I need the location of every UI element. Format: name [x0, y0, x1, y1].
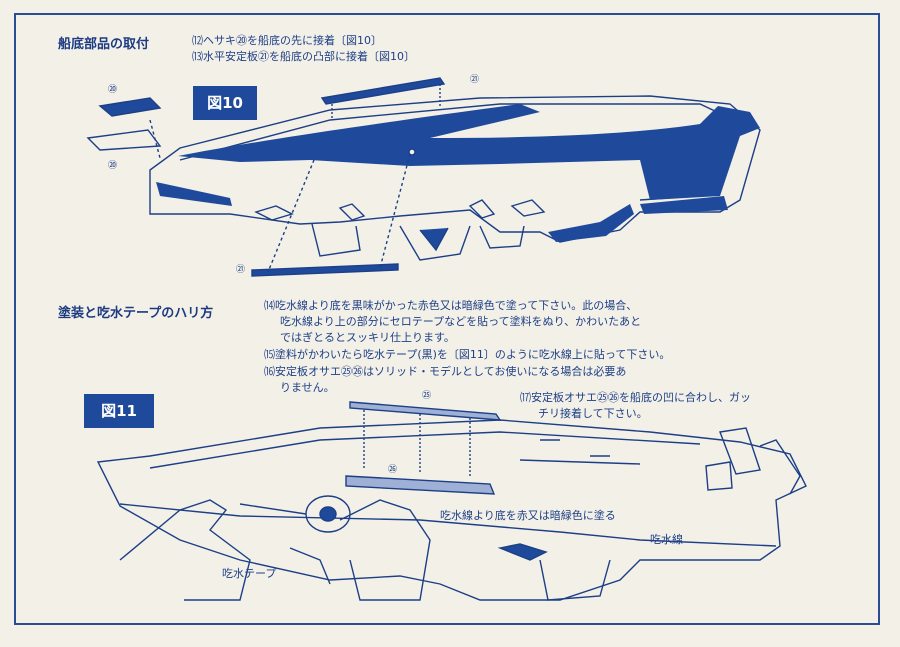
step-14-line3: ではぎとるとスッキリ仕上ります。	[280, 331, 455, 344]
step-16-line1: ⒃安定板オサエ㉕㉖はソリッド・モデルとしてお使いになる場合は必要あ	[264, 365, 627, 378]
callout-part-21-bottom: ㉑	[236, 265, 246, 275]
callout-part-25: ㉕	[422, 391, 432, 401]
callout-part-21-top: ㉑	[470, 75, 480, 85]
waterline-label: 吃水線	[650, 533, 683, 546]
step-17-line2: チリ接着して下さい。	[538, 407, 648, 420]
step-15: ⒂塗料がかわいたら吃水テープ(黒)を〔図11〕のように吃水線上に貼って下さい。	[264, 348, 671, 361]
step-17-line1: ⒄安定板オサエ㉕㉖を船底の凹に合わし、ガッ	[520, 391, 751, 404]
figure-10-label: 図10	[193, 86, 257, 120]
step-14-line2: 吃水線より上の部分にセロテープなどを貼って塗料をぬり、かわいたあと	[280, 315, 642, 328]
callout-part-20-bottom: ⑳	[108, 161, 118, 171]
step-14-line1: ⒁吃水線より底を黒味がかった赤色又は暗緑色で塗って下さい。此の場合、	[264, 299, 638, 312]
step-12: ⑿ヘサキ⑳を船底の先に接着〔図10〕	[192, 34, 382, 47]
waterline-tape-label: 吃水テープ	[222, 567, 277, 580]
callout-part-20-top: ⑳	[108, 85, 118, 95]
page-border	[14, 13, 880, 625]
section1-heading: 船底部品の取付	[58, 37, 150, 52]
step-16-line2: りません。	[280, 381, 335, 394]
step-13: ⒀水平安定板㉑を船底の凸部に接着〔図10〕	[192, 50, 415, 63]
paint-bottom-note: 吃水線より底を赤又は暗緑色に塗る	[440, 509, 616, 522]
figure-11-label: 図11	[84, 394, 154, 428]
section2-heading: 塗装と吃水テープのハリ方	[58, 306, 214, 321]
callout-part-26: ㉖	[388, 465, 398, 475]
